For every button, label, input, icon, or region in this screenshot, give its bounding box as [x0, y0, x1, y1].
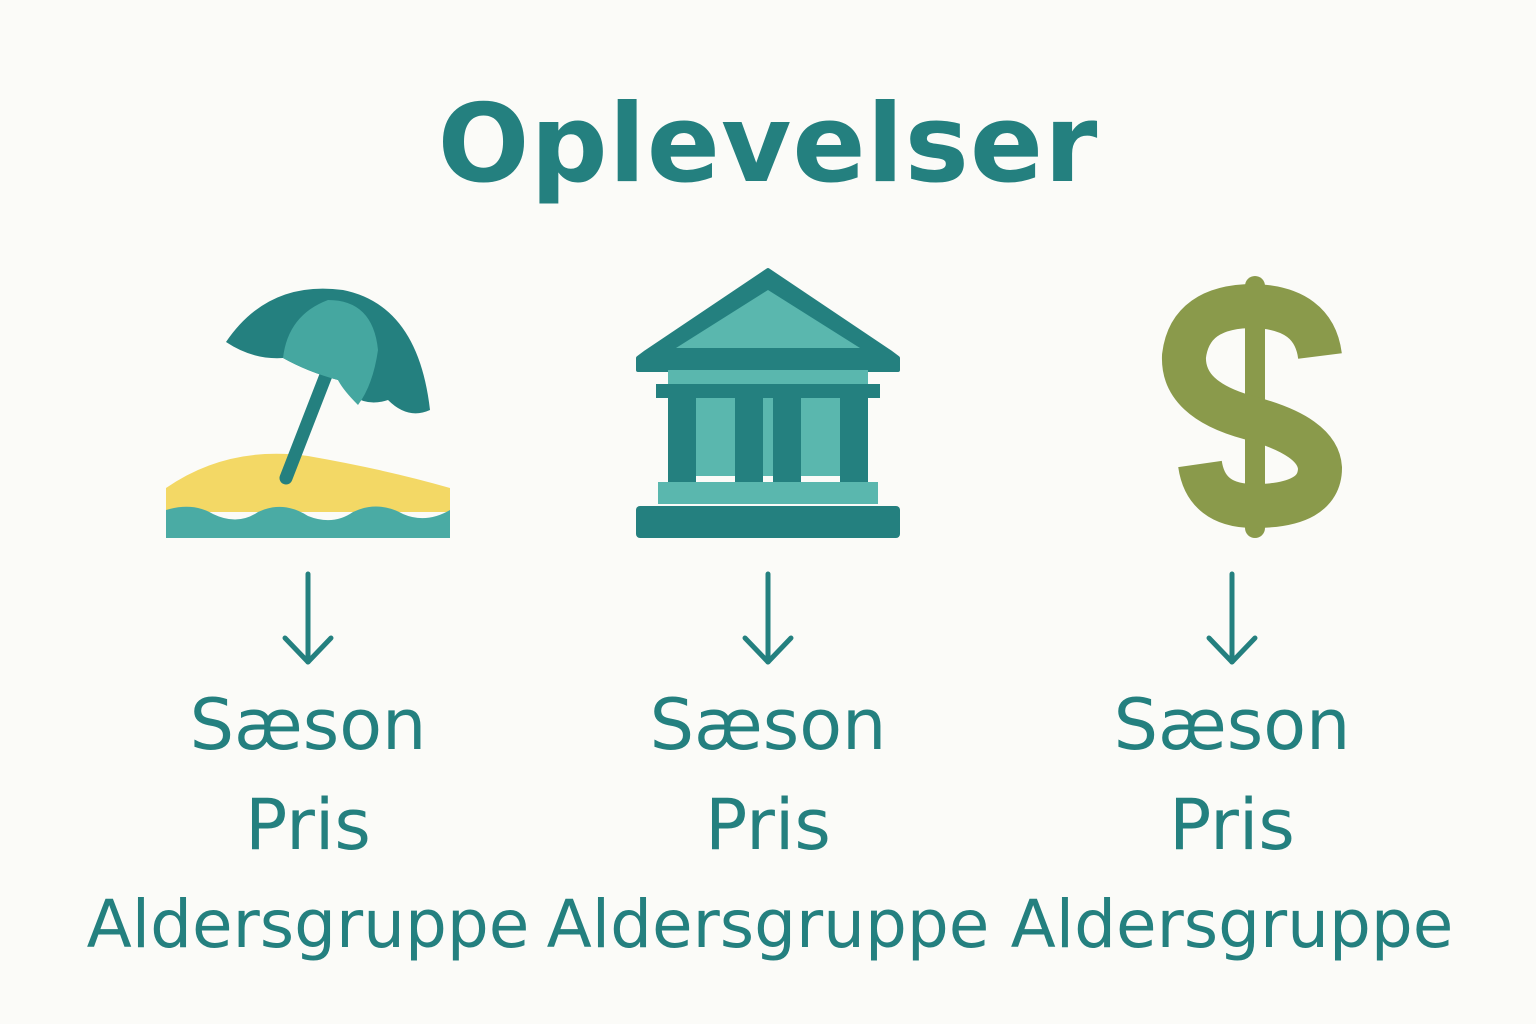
label-season: Sæson [189, 684, 427, 766]
beach-umbrella-icon [158, 260, 458, 550]
label-age-group: Aldersgruppe [546, 886, 990, 963]
museum-building-icon [618, 260, 918, 550]
column-dollar: Sæson Pris Aldersgruppe [992, 260, 1472, 980]
diagram-title: Oplevelser [437, 82, 1099, 207]
label-age-group: Aldersgruppe [86, 886, 530, 963]
label-season: Sæson [649, 684, 887, 766]
label-season: Sæson [1113, 684, 1351, 766]
dollar-sign-icon [1082, 260, 1382, 550]
arrow-down-icon [1197, 568, 1267, 668]
column-beach: Sæson Pris Aldersgruppe [68, 260, 548, 980]
arrow-down-icon [733, 568, 803, 668]
label-price: Pris [705, 784, 831, 866]
label-price: Pris [1169, 784, 1295, 866]
arrow-down-icon [273, 568, 343, 668]
label-price: Pris [245, 784, 371, 866]
label-age-group: Aldersgruppe [1010, 886, 1454, 963]
column-museum: Sæson Pris Aldersgruppe [528, 260, 1008, 980]
